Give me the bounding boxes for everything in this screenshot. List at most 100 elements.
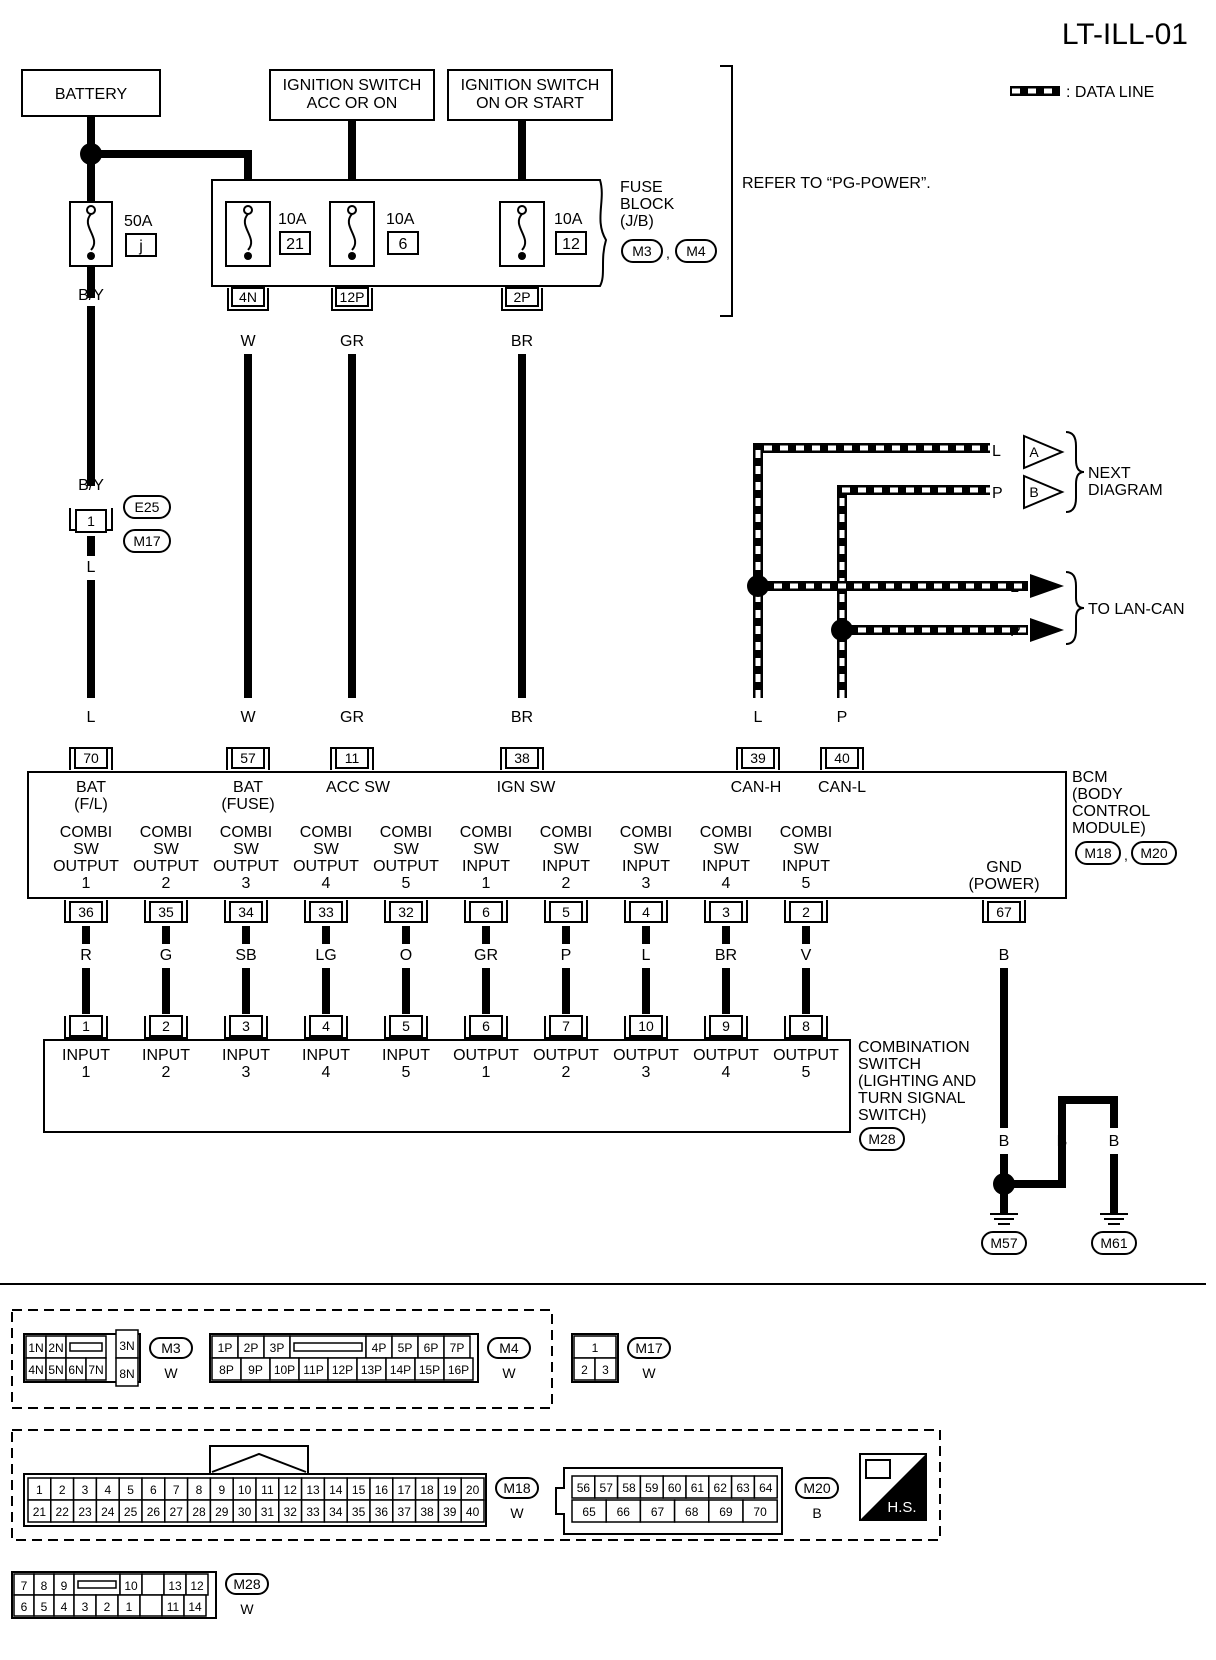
bcm-bottom-pin-num: 33 bbox=[318, 904, 334, 920]
combi-pin-num: 10 bbox=[638, 1018, 654, 1034]
bcm-pin-67: 67 bbox=[982, 900, 1026, 923]
connector-view-color: W bbox=[642, 1365, 656, 1381]
bcm-bottom-label: COMBI bbox=[220, 824, 272, 841]
bcm-box bbox=[27, 771, 1067, 899]
bcm-bottom-label: 3 bbox=[242, 875, 251, 892]
inline-connector-pin: 1 bbox=[87, 513, 95, 529]
gnd-wire-color: B bbox=[999, 947, 1010, 964]
cavity-number: 21 bbox=[33, 1505, 47, 1519]
svg-text:8N: 8N bbox=[119, 1367, 134, 1381]
cavity-number: 70 bbox=[753, 1505, 767, 1519]
cavity-number: 40 bbox=[466, 1505, 480, 1519]
fuse-6: 10A 6 bbox=[329, 201, 419, 267]
refer-to-label: REFER TO “PG-POWER”. bbox=[742, 175, 931, 192]
bcm-label-acc-sw: ACC SW bbox=[326, 779, 391, 796]
bcm-gnd-label-1: GND bbox=[986, 859, 1022, 876]
bcm-bottom-pin-num: 5 bbox=[562, 904, 570, 920]
cavity-number: 14P bbox=[390, 1363, 411, 1377]
cavity-number: 6 bbox=[150, 1483, 157, 1497]
cavity-number: 67 bbox=[651, 1505, 665, 1519]
combi-pin-label: OUTPUT bbox=[533, 1047, 599, 1064]
fuse-terminal-2p-label: 2P bbox=[513, 289, 530, 305]
fuse-terminal-4n: 4N bbox=[227, 287, 269, 311]
svg-text:1: 1 bbox=[126, 1600, 133, 1614]
bcm-wire-11: GR bbox=[340, 709, 364, 726]
inline-connector-m17-badge bbox=[123, 529, 171, 553]
svg-text:14: 14 bbox=[188, 1600, 202, 1614]
bcm-bottom-label: COMBI bbox=[700, 824, 752, 841]
cavity-number: 4P bbox=[372, 1341, 387, 1355]
cavity-number: 7P bbox=[450, 1341, 465, 1355]
bcm-bottom-pin-num: 2 bbox=[802, 904, 810, 920]
bcm-bottom-label: COMBI bbox=[540, 824, 592, 841]
bcm-bottom-wire-color: G bbox=[160, 947, 172, 964]
fuse-terminal-2p: 2P bbox=[501, 287, 543, 311]
svg-text:7: 7 bbox=[21, 1579, 28, 1593]
bcm-bottom-pin-num: 4 bbox=[642, 904, 650, 920]
bcm-bottom-label: 2 bbox=[562, 875, 571, 892]
cavity-number: 28 bbox=[192, 1505, 206, 1519]
svg-text:10: 10 bbox=[124, 1579, 138, 1593]
cavity-number: 33 bbox=[306, 1505, 320, 1519]
next-diagram-bracket bbox=[1065, 431, 1085, 513]
bcm-bottom-wire-color: BR bbox=[715, 947, 737, 964]
bcm-label-1: BCM bbox=[1072, 769, 1108, 786]
cavity-number: 60 bbox=[668, 1481, 682, 1495]
bcm-bottom-label: SW bbox=[313, 841, 340, 858]
bcm-label-4: MODULE) bbox=[1072, 820, 1146, 837]
connector-view-name: M4 bbox=[499, 1340, 519, 1356]
combi-pin-label: INPUT bbox=[142, 1047, 190, 1064]
bcm-pin-70: 70 bbox=[69, 747, 113, 770]
bcm-wire-57: W bbox=[240, 709, 256, 726]
bcm-connector-m20-badge bbox=[1131, 841, 1177, 865]
fusible-link-wire: B/Y bbox=[78, 287, 104, 304]
cavity-number: 8 bbox=[196, 1483, 203, 1497]
cavity-number: 22 bbox=[56, 1505, 70, 1519]
bcm-label-bat-fl-1: BAT bbox=[76, 779, 106, 796]
bcm-bottom-label: COMBI bbox=[60, 824, 112, 841]
wire-color-w-top: W bbox=[240, 333, 256, 350]
svg-text:2: 2 bbox=[104, 1600, 111, 1614]
cavity-number: 7 bbox=[173, 1483, 180, 1497]
combi-pin-label: 5 bbox=[802, 1064, 811, 1081]
cavity-number: 18 bbox=[420, 1483, 434, 1497]
bcm-bottom-label: 1 bbox=[482, 875, 491, 892]
bcm-bottom-label: INPUT bbox=[782, 858, 830, 875]
bcm-pin-38: 38 bbox=[500, 747, 544, 770]
svg-text:57: 57 bbox=[240, 750, 256, 766]
combi-pin-label: OUTPUT bbox=[613, 1047, 679, 1064]
inline-wire-l: L bbox=[87, 559, 96, 576]
can-arrow-b-wire: P bbox=[992, 485, 1003, 502]
battery-label: BATTERY bbox=[55, 86, 128, 103]
bcm-bottom-label: SW bbox=[553, 841, 580, 858]
cavity-number: 37 bbox=[398, 1505, 412, 1519]
combi-label-5: SWITCH) bbox=[858, 1107, 926, 1124]
svg-text:13: 13 bbox=[168, 1579, 182, 1593]
connector-view-color: B bbox=[812, 1505, 821, 1521]
can-l-splice bbox=[831, 619, 853, 641]
next-diagram-arrow-b bbox=[1023, 474, 1065, 510]
ground-m57: M57 bbox=[990, 1235, 1017, 1251]
combi-pin-num: 5 bbox=[402, 1018, 410, 1034]
svg-text:8: 8 bbox=[41, 1579, 48, 1593]
fuse-terminal-12p-label: 12P bbox=[340, 289, 365, 305]
gnd-wire-color-2: B bbox=[999, 1133, 1010, 1150]
bcm-label-bat-fuse-1: BAT bbox=[233, 779, 263, 796]
cavity-number: 68 bbox=[685, 1505, 699, 1519]
bcm-pin-40: 40 bbox=[820, 747, 864, 770]
bcm-bottom-label: OUTPUT bbox=[293, 858, 359, 875]
combi-connector-m28: M28 bbox=[868, 1131, 895, 1147]
to-lan-can-arrow-l bbox=[1030, 574, 1064, 598]
fuse-block-connector-m4-badge bbox=[675, 239, 717, 263]
cavity-number: 35 bbox=[352, 1505, 366, 1519]
hs-connector-icon bbox=[865, 1459, 891, 1479]
